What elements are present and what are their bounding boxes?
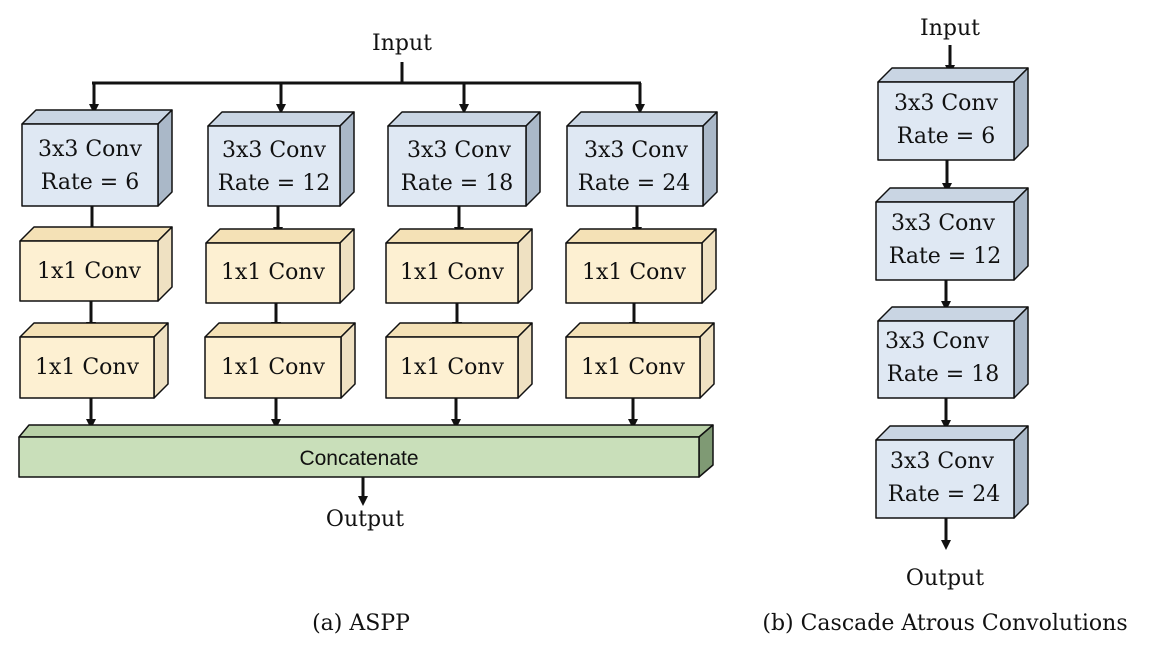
aspp-input-bus xyxy=(89,62,645,114)
aspp-branch-2: 3x3 Conv Rate = 12 1x1 Conv 1x1 Conv xyxy=(204,111,356,429)
cascade-output-label: Output xyxy=(906,566,984,591)
aspp-conv1b-4-label: 1x1 Conv xyxy=(581,355,686,380)
cascade-block-2-line1: 3x3 Conv xyxy=(891,211,996,236)
aspp-diagram: Input 3x3 Conv Rate = 6 1 xyxy=(18,31,718,636)
cascade-block-3-line2: Rate = 18 xyxy=(887,362,999,387)
aspp-conv1a-1-label: 1x1 Conv xyxy=(37,259,142,284)
cascade-block-4: 3x3 Conv Rate = 24 xyxy=(875,425,1029,519)
aspp-conv1b-block-1: 1x1 Conv xyxy=(19,322,169,399)
cascade-input-label: Input xyxy=(920,16,980,41)
aspp-conv3-3-line1: 3x3 Conv xyxy=(407,138,512,163)
aspp-conv1b-2-label: 1x1 Conv xyxy=(221,355,326,380)
cascade-block-3-line1: 3x3 Conv xyxy=(885,329,990,354)
aspp-conv1a-2-label: 1x1 Conv xyxy=(221,260,326,285)
aspp-conv1b-block-4: 1x1 Conv xyxy=(565,322,715,399)
aspp-conv3-block-4: 3x3 Conv Rate = 24 xyxy=(566,111,718,207)
aspp-conv1a-4-label: 1x1 Conv xyxy=(582,260,687,285)
aspp-conv3-block-3: 3x3 Conv Rate = 18 xyxy=(387,111,541,207)
cascade-block-1-line2: Rate = 6 xyxy=(897,124,995,149)
aspp-output-label: Output xyxy=(326,507,404,532)
aspp-branch-4: 3x3 Conv Rate = 24 1x1 Conv 1x1 Conv xyxy=(565,111,718,429)
cascade-block-2: 3x3 Conv Rate = 12 xyxy=(875,187,1029,281)
aspp-conv3-3-line2: Rate = 18 xyxy=(401,171,513,196)
aspp-conv3-4-line1: 3x3 Conv xyxy=(584,138,689,163)
cascade-block-4-line2: Rate = 24 xyxy=(888,482,1000,507)
aspp-conv3-1-line1: 3x3 Conv xyxy=(38,137,143,162)
aspp-conv1a-block-3: 1x1 Conv xyxy=(385,228,533,304)
aspp-concat-block: Concatenate xyxy=(18,424,714,478)
aspp-conv1b-block-3: 1x1 Conv xyxy=(385,322,533,399)
aspp-branch-1: 3x3 Conv Rate = 6 1x1 Conv 1x1 Conv xyxy=(19,109,173,429)
aspp-conv3-block-1: 3x3 Conv Rate = 6 xyxy=(21,109,173,207)
cascade-block-3: 3x3 Conv Rate = 18 xyxy=(877,306,1029,399)
aspp-conv3-2-line1: 3x3 Conv xyxy=(222,138,327,163)
aspp-conv1a-block-1: 1x1 Conv xyxy=(19,226,173,302)
aspp-conv1a-block-4: 1x1 Conv xyxy=(565,228,717,304)
aspp-conv3-block-2: 3x3 Conv Rate = 12 xyxy=(207,111,355,207)
aspp-concat-label: Concatenate xyxy=(299,447,418,470)
aspp-branch-3: 3x3 Conv Rate = 18 1x1 Conv 1x1 Conv xyxy=(385,111,541,429)
cascade-diagram: Input 3x3 Conv Rate = 6 3x3 Conv Rate = … xyxy=(762,16,1127,636)
cascade-caption: (b) Cascade Atrous Convolutions xyxy=(762,611,1127,636)
aspp-input-label: Input xyxy=(372,31,432,56)
cascade-block-1-line1: 3x3 Conv xyxy=(894,91,999,116)
cascade-block-4-line1: 3x3 Conv xyxy=(890,449,995,474)
aspp-conv1b-block-2: 1x1 Conv xyxy=(204,322,356,399)
cascade-block-2-line2: Rate = 12 xyxy=(889,244,1001,269)
aspp-conv1a-block-2: 1x1 Conv xyxy=(205,228,355,304)
aspp-conv3-1-line2: Rate = 6 xyxy=(41,170,139,195)
aspp-conv3-4-line2: Rate = 24 xyxy=(578,171,690,196)
aspp-caption: (a) ASPP xyxy=(312,611,410,636)
aspp-conv1b-1-label: 1x1 Conv xyxy=(35,355,140,380)
aspp-conv3-2-line2: Rate = 12 xyxy=(218,171,330,196)
cascade-block-1: 3x3 Conv Rate = 6 xyxy=(877,67,1029,161)
aspp-conv1a-3-label: 1x1 Conv xyxy=(400,260,505,285)
aspp-conv1b-3-label: 1x1 Conv xyxy=(400,355,505,380)
